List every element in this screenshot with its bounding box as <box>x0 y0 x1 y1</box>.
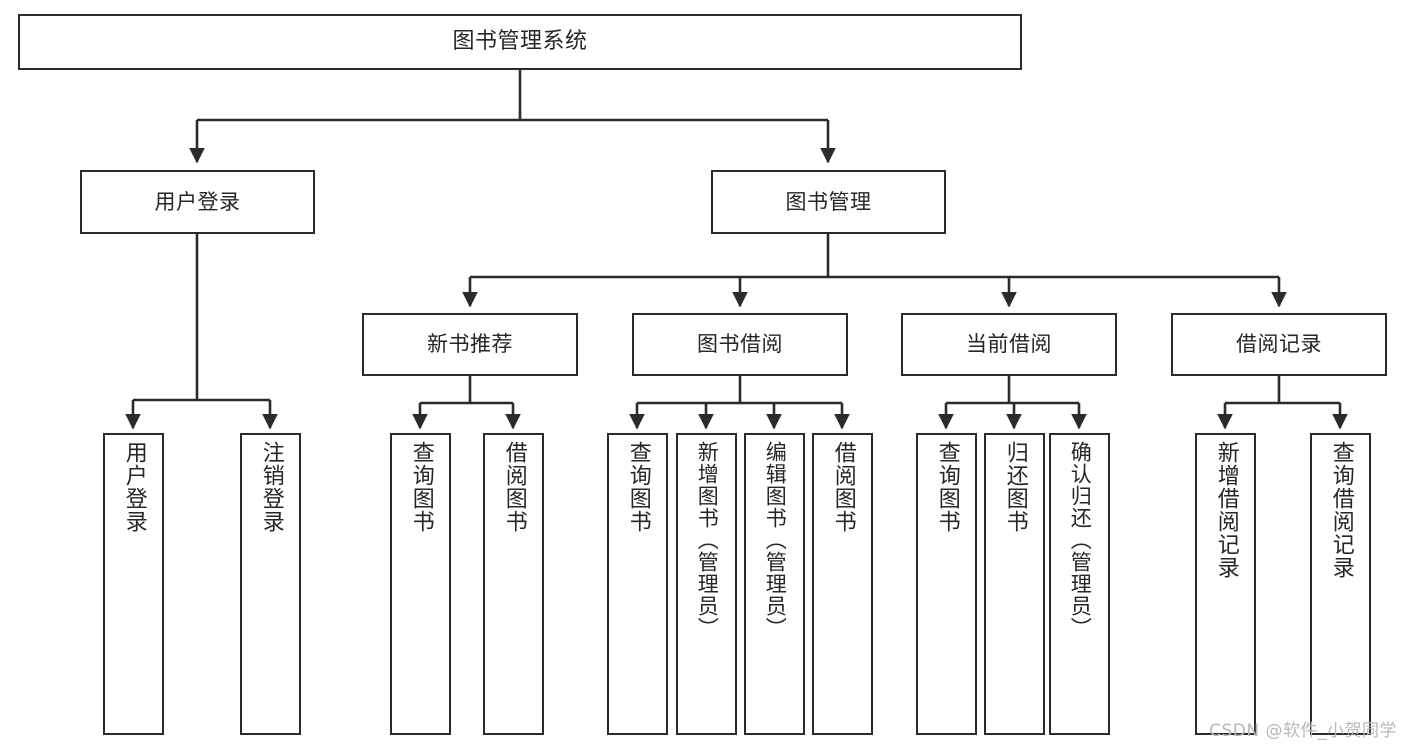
node-label: 查询图书 <box>408 441 434 533</box>
node-current-borrowing[interactable]: 当前借阅 <box>901 313 1117 376</box>
node-label: 图书借阅 <box>697 332 783 357</box>
leaf-query-book-new[interactable]: 查询图书 <box>390 433 451 735</box>
node-label: 新增图书（管理员） <box>695 441 720 639</box>
node-label: 图书管理 <box>785 189 872 214</box>
node-label: 确认归还（管理员） <box>1068 441 1093 639</box>
leaf-return-book[interactable]: 归还图书 <box>984 433 1045 735</box>
node-label: 新增借阅记录 <box>1213 441 1239 579</box>
node-label: 新书推荐 <box>427 332 513 357</box>
node-label: 查询借阅记录 <box>1328 441 1354 579</box>
node-label: 借阅图书 <box>501 441 527 533</box>
leaf-query-borrow-record[interactable]: 查询借阅记录 <box>1310 433 1371 735</box>
leaf-borrow-book-new[interactable]: 借阅图书 <box>483 433 544 735</box>
node-new-book-recommendation[interactable]: 新书推荐 <box>362 313 578 376</box>
node-label: 注销登录 <box>258 441 284 533</box>
node-label: 用户登录 <box>154 189 241 214</box>
leaf-edit-book-admin[interactable]: 编辑图书（管理员） <box>744 433 805 735</box>
node-label: 当前借阅 <box>966 332 1052 357</box>
node-root-book-management-system[interactable]: 图书管理系统 <box>18 14 1022 70</box>
node-label: 编辑图书（管理员） <box>763 441 788 639</box>
node-label: 借阅图书 <box>830 441 856 533</box>
leaf-add-borrow-record[interactable]: 新增借阅记录 <box>1195 433 1256 735</box>
watermark: CSDN @软件_小贺同学 <box>1209 721 1397 741</box>
leaf-confirm-return-admin[interactable]: 确认归还（管理员） <box>1049 433 1110 735</box>
leaf-user-login[interactable]: 用户登录 <box>103 433 164 735</box>
leaf-add-book-admin[interactable]: 新增图书（管理员） <box>676 433 737 735</box>
node-label: 借阅记录 <box>1236 332 1322 357</box>
leaf-query-book-borrow[interactable]: 查询图书 <box>607 433 668 735</box>
node-book-management[interactable]: 图书管理 <box>711 170 946 234</box>
node-label: 图书管理系统 <box>452 29 588 55</box>
leaf-borrow-book[interactable]: 借阅图书 <box>812 433 873 735</box>
node-book-borrowing[interactable]: 图书借阅 <box>632 313 848 376</box>
node-label: 查询图书 <box>934 441 960 533</box>
leaf-logout[interactable]: 注销登录 <box>240 433 301 735</box>
node-borrowing-record[interactable]: 借阅记录 <box>1171 313 1387 376</box>
node-label: 查询图书 <box>625 441 651 533</box>
node-label: 用户登录 <box>121 441 147 533</box>
leaf-query-book-current[interactable]: 查询图书 <box>916 433 977 735</box>
node-user-login[interactable]: 用户登录 <box>80 170 315 234</box>
node-label: 归还图书 <box>1002 441 1028 533</box>
